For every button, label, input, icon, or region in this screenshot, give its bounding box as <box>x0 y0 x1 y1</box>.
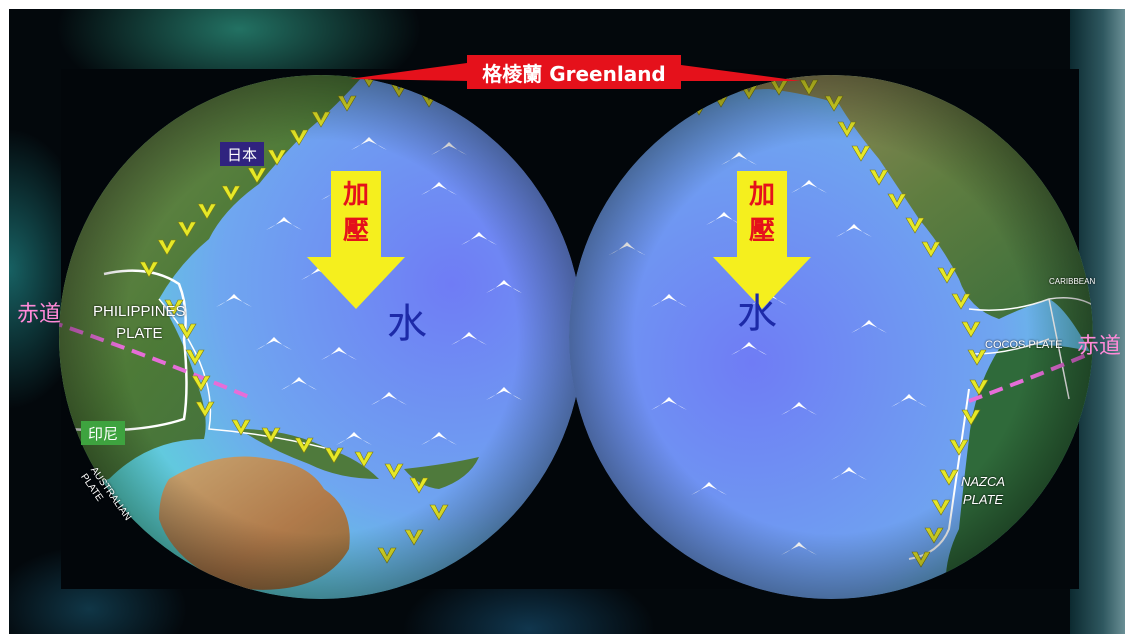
pressure-text-right: 加 壓 <box>737 177 787 249</box>
philippines-plate-line1: PHILIPPINES <box>93 303 186 320</box>
japan-label: 日本 <box>226 145 257 164</box>
japan-tag: 日本 <box>220 142 264 166</box>
water-label-left: 水 <box>387 301 427 347</box>
greenland-pointer-right <box>681 65 801 81</box>
water-label-right: 水 <box>737 291 777 337</box>
indonesia-label: 印尼 <box>87 424 118 443</box>
nazca-plate-label: NAZCA PLATE <box>961 473 1005 509</box>
pressure-text-left: 加 壓 <box>331 177 381 249</box>
nazca-plate-line1: NAZCA <box>961 474 1006 489</box>
pacific-illustration <box>59 63 1093 599</box>
nazca-plate-line2: PLATE <box>962 492 1004 507</box>
pressure-char-1-right: 加 <box>748 180 775 210</box>
pressure-arrow-left <box>307 171 405 309</box>
equator-label-right: 赤道 <box>1077 334 1122 359</box>
slide-background: 格棱蘭 Greenland 日本 印尼 赤道 赤道 加 壓 加 壓 水 水 PH… <box>9 9 1125 634</box>
caribbean-plate-label: CARIBBEAN <box>1049 277 1096 286</box>
greenland-pointer <box>349 63 469 81</box>
cocos-plate-label: COCOS PLATE <box>985 339 1063 351</box>
pressure-arrow-right <box>713 171 811 309</box>
right-globe <box>569 75 1093 599</box>
philippines-plate-label: PHILIPPINES PLATE <box>93 301 186 345</box>
pressure-char-2: 壓 <box>342 216 369 246</box>
philippines-plate-line2: PLATE <box>116 325 163 342</box>
pressure-char-1: 加 <box>342 180 369 210</box>
left-globe <box>59 75 583 599</box>
greenland-label-text: 格棱蘭 Greenland <box>482 61 666 86</box>
indonesia-tag: 印尼 <box>81 421 125 445</box>
equator-label-left: 赤道 <box>17 302 62 327</box>
greenland-label: 格棱蘭 Greenland <box>467 55 681 89</box>
pressure-char-2-right: 壓 <box>748 216 775 246</box>
